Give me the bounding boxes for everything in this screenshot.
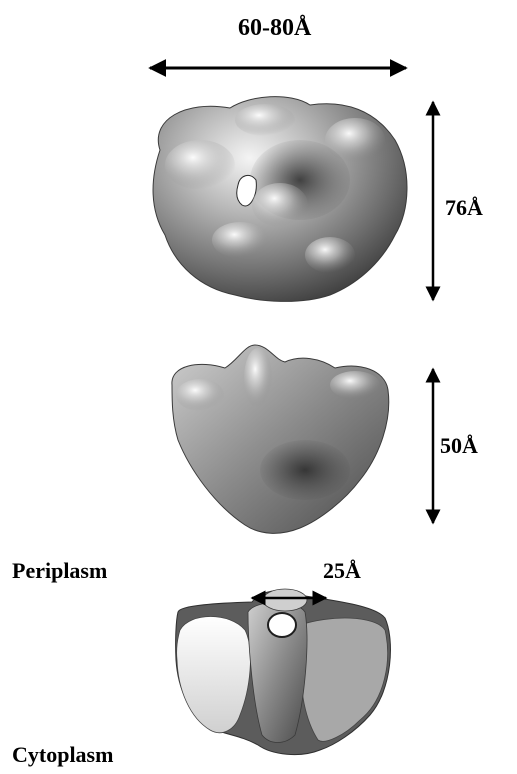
cytoplasm-label: Cytoplasm <box>12 744 113 766</box>
width-dimension-label: 60-80Å <box>238 16 311 40</box>
height-side-dimension-label: 50Å <box>440 435 478 457</box>
top-view-model <box>153 97 407 302</box>
periplasm-label: Periplasm <box>12 560 107 582</box>
pore-width-label: 25Å <box>323 560 361 582</box>
side-view-model <box>172 345 389 533</box>
cut-face <box>300 618 388 741</box>
cutaway-view-model <box>176 589 391 755</box>
pore-ring <box>268 613 296 637</box>
height-top-dimension-label: 76Å <box>445 197 483 219</box>
